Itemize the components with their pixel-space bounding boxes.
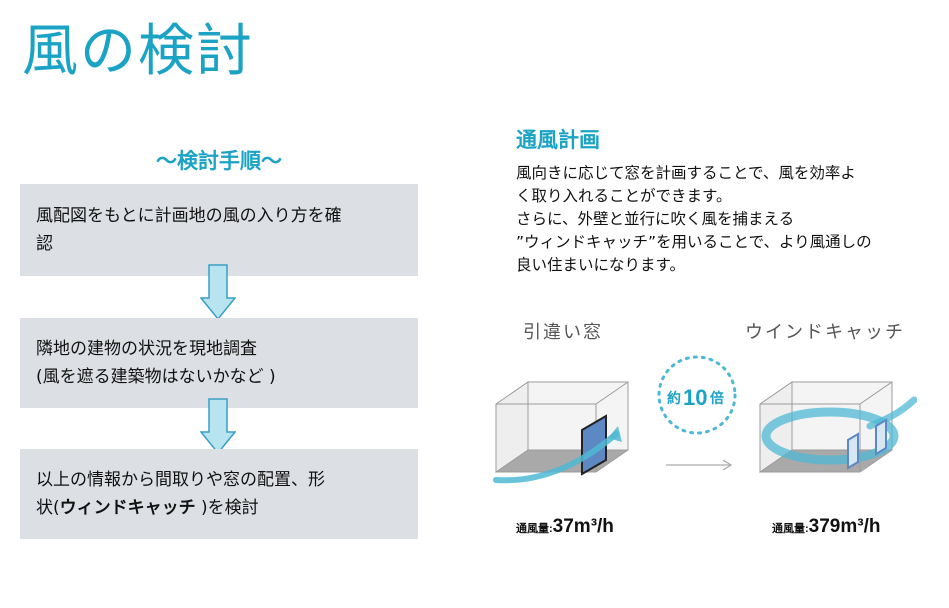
step-3-suffix: )を検討 <box>195 498 259 518</box>
step-3-line-2: 状(ウィンドキャッチ )を検討 <box>36 494 402 522</box>
step-1-line-1: 風配図をもとに計画地の風の入り方を確 <box>36 206 342 226</box>
airflow-key: 通風量: <box>516 523 553 535</box>
down-arrow-icon <box>200 398 236 454</box>
step-2-line-1: 隣地の建物の状況を現地調査 <box>36 339 257 359</box>
wind-catch-room-diagram <box>759 381 917 473</box>
procedure-step-2: 隣地の建物の状況を現地調査 (風を遮る建築物はないかなど ) <box>20 318 418 408</box>
description-line: く取り入れることができます。 <box>516 187 732 205</box>
comparison-arrow-icon <box>666 459 733 471</box>
step-3-bold-term: ウィンドキャッチ <box>59 498 196 518</box>
ventilation-description: 風向きに応じて窓を計画することで、風を効率よ く取り入れることができます。 さら… <box>516 162 926 277</box>
step-3-prefix: 状( <box>36 498 60 518</box>
ten-times-badge-icon: 約 10 倍 <box>657 355 737 435</box>
airflow-key: 通風量: <box>772 523 809 535</box>
page-title: 風の検討 <box>22 19 254 84</box>
badge-prefix: 約 <box>667 390 681 407</box>
sliding-window-room-diagram <box>493 381 629 484</box>
step-2-line-2: (風を遮る建築物はないかなど ) <box>36 367 276 387</box>
procedure-heading: ～検討手順～ <box>156 149 282 173</box>
description-line: ”ウィンドキャッチ”を用いることで、より風通しの <box>516 233 872 251</box>
description-line: 良い住まいになります。 <box>516 256 685 274</box>
procedure-step-1: 風配図をもとに計画地の風の入り方を確 認 <box>20 184 418 276</box>
badge-suffix: 倍 <box>710 390 724 407</box>
step-3-line-1: 以上の情報から間取りや窓の配置、形 <box>36 470 325 490</box>
sliding-window-airflow: 通風量:37m³/h <box>516 516 614 538</box>
sliding-window-label: 引違い窓 <box>523 322 603 343</box>
airflow-value: 37m³/h <box>552 516 614 537</box>
wind-catch-airflow: 通風量:379m³/h <box>772 516 880 538</box>
description-line: さらに、外壁と並行に吹く風を捕まえる <box>516 210 795 228</box>
step-1-line-2: 認 <box>36 234 53 254</box>
airflow-value: 379m³/h <box>808 516 881 537</box>
wind-catch-label: ウインドキャッチ <box>745 322 905 343</box>
description-line: 風向きに応じて窓を計画することで、風を効率よ <box>516 164 856 182</box>
down-arrow-icon <box>200 264 236 320</box>
ventilation-heading: 通風計画 <box>516 128 600 152</box>
badge-number: 10 <box>683 385 707 410</box>
procedure-step-3: 以上の情報から間取りや窓の配置、形 状(ウィンドキャッチ )を検討 <box>20 449 418 539</box>
